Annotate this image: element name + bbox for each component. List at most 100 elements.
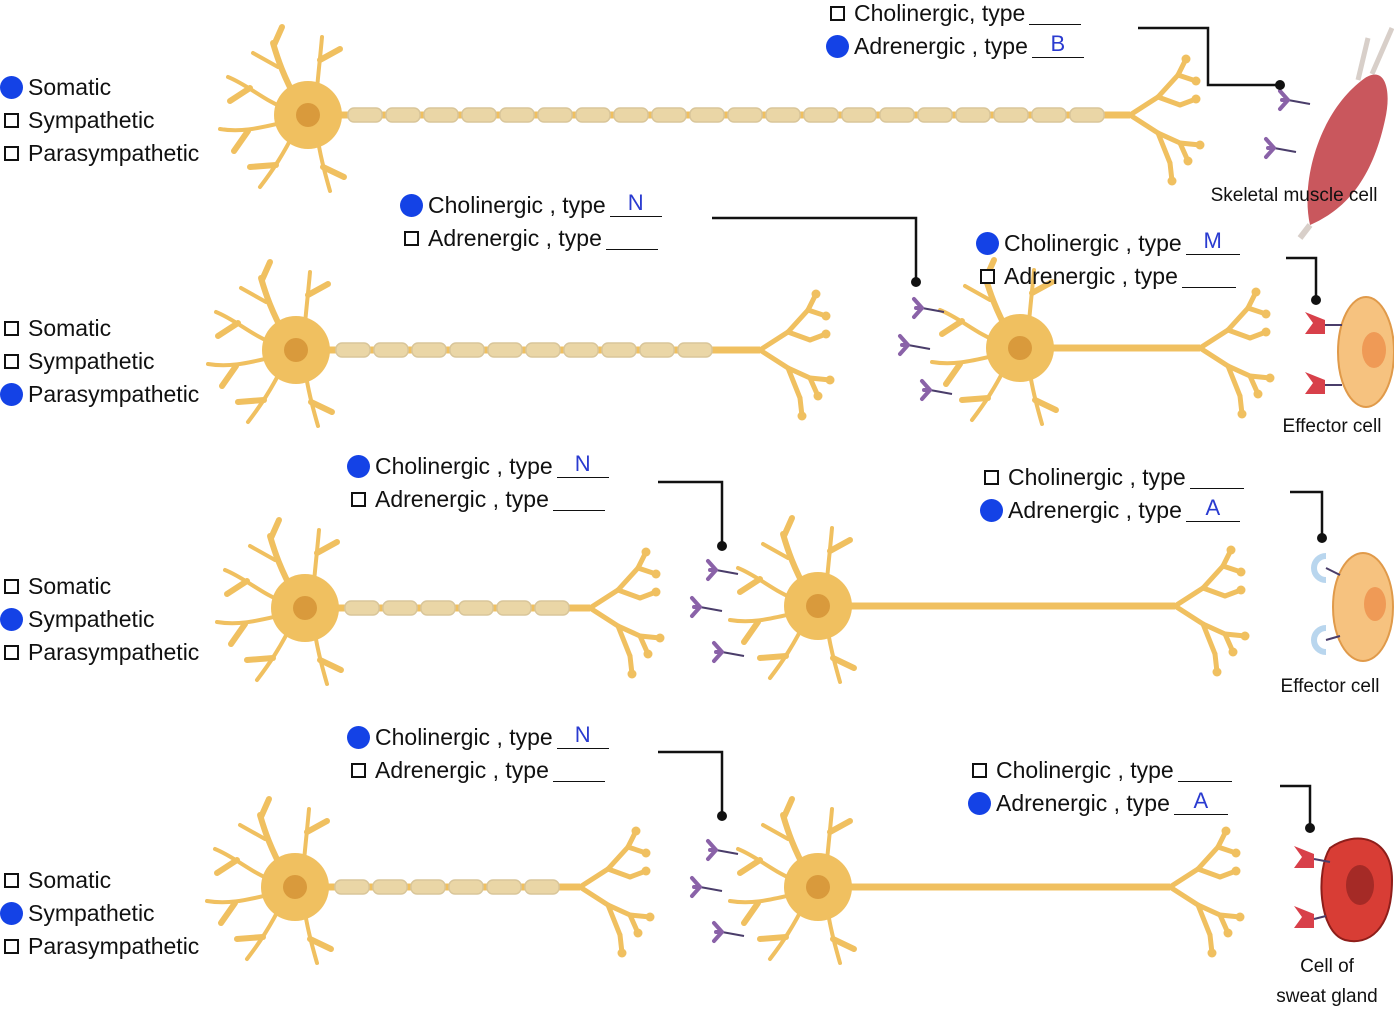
receptor-option-adrenergic[interactable]: Adrenergic , type [404, 223, 658, 253]
terminal-bouton [1251, 287, 1261, 297]
receptor-option-cholinergic[interactable]: Cholinergic , type [984, 462, 1244, 492]
option-label: Adrenergic , type [1004, 262, 1178, 289]
dendrite [1032, 397, 1059, 413]
receptor-y-shape [1264, 137, 1276, 159]
answer-text: N [574, 721, 591, 747]
receptor-option-cholinergic[interactable]: Cholinergic , type [972, 755, 1232, 785]
checkbox[interactable] [400, 193, 423, 217]
receptor-y-shape [712, 921, 724, 943]
checkbox[interactable] [4, 353, 19, 369]
receptor-option-adrenergic[interactable]: Adrenergic , type [980, 261, 1236, 291]
receptor-option-cholinergic[interactable]: Cholinergic, type [830, 0, 1082, 28]
sweat-gland-cell [1294, 837, 1394, 943]
answer-blank[interactable] [552, 759, 605, 782]
answer-blank[interactable]: M [1185, 228, 1240, 255]
answer-blank[interactable]: A [1185, 495, 1240, 522]
checkbox[interactable] [347, 725, 370, 749]
checkbox[interactable] [984, 469, 999, 485]
checkbox[interactable] [4, 112, 19, 128]
checkbox[interactable] [4, 578, 19, 594]
checkbox[interactable] [351, 762, 366, 778]
receptor-y-shape [706, 559, 718, 581]
checkbox[interactable] [4, 145, 19, 161]
myelin-sheath-segment [448, 879, 484, 895]
answer-blank[interactable]: N [556, 451, 609, 478]
division-option-parasympathetic[interactable]: Parasympathetic [4, 138, 199, 168]
answer-blank[interactable]: N [556, 722, 609, 749]
checkbox[interactable] [980, 498, 1003, 522]
division-option-somatic[interactable]: Somatic [0, 72, 111, 102]
neuron-postganglionic-parasympathetic [898, 257, 1275, 426]
dendrite [737, 857, 763, 876]
checkbox[interactable] [4, 938, 19, 954]
checkbox[interactable] [351, 491, 366, 507]
answer-blank[interactable] [1029, 2, 1082, 25]
checkbox[interactable] [976, 231, 999, 255]
division-option-parasympathetic[interactable]: Parasympathetic [0, 379, 199, 409]
terminal-bouton [645, 912, 655, 922]
answer-blank[interactable]: B [1031, 31, 1084, 58]
dendrite [259, 259, 273, 283]
division-option-sympathetic[interactable]: Sympathetic [4, 105, 155, 135]
adrenergic-receptor [1311, 625, 1327, 655]
checkbox[interactable] [826, 34, 849, 58]
division-option-parasympathetic[interactable]: Parasympathetic [4, 637, 199, 667]
checkbox[interactable] [4, 872, 19, 888]
myelin-sheath-segment [372, 879, 408, 895]
checked-mark [976, 231, 999, 255]
axon-terminal-branch [1127, 112, 1161, 136]
myelin-sheath-segment [765, 107, 801, 123]
answer-blank[interactable] [605, 227, 658, 250]
checkbox[interactable] [4, 320, 19, 336]
answer-blank[interactable]: A [1173, 788, 1228, 815]
axon-terminal-branch [1200, 585, 1228, 599]
checkbox[interactable] [0, 901, 23, 925]
checkbox[interactable] [968, 791, 991, 815]
checkbox[interactable] [404, 230, 419, 246]
division-option-sympathetic[interactable]: Sympathetic [0, 898, 155, 928]
axon-terminal-branch [577, 866, 611, 890]
checkbox[interactable] [4, 644, 19, 660]
checkbox[interactable] [0, 382, 23, 406]
checkbox[interactable] [980, 268, 995, 284]
checkbox[interactable] [830, 5, 845, 21]
receptor-stem [921, 307, 945, 313]
nucleus [283, 875, 307, 899]
terminal-bouton [655, 633, 665, 643]
receptor-option-adrenergic[interactable]: Adrenergic , type [351, 755, 605, 785]
axon-terminal-branch [1200, 563, 1226, 591]
dendrite [761, 823, 790, 841]
answer-blank[interactable] [1177, 759, 1232, 782]
division-option-somatic[interactable]: Somatic [4, 313, 111, 343]
option-label: Cholinergic, type [854, 0, 1026, 26]
leader-line-dot [911, 277, 921, 287]
muscarinic-receptor [1294, 846, 1314, 868]
receptor-stem [1313, 858, 1331, 863]
answer-blank[interactable] [552, 488, 605, 511]
checkbox[interactable] [972, 762, 987, 778]
checkbox[interactable] [0, 607, 23, 631]
division-option-somatic[interactable]: Somatic [4, 865, 111, 895]
answer-blank[interactable] [1181, 265, 1236, 288]
terminal-bouton [617, 948, 627, 958]
division-option-parasympathetic[interactable]: Parasympathetic [4, 931, 199, 961]
division-option-sympathetic[interactable]: Sympathetic [4, 346, 155, 376]
myelin-sheath-segment [689, 107, 725, 123]
division-option-somatic[interactable]: Somatic [4, 571, 111, 601]
checkbox[interactable] [347, 454, 370, 478]
division-option-sympathetic[interactable]: Sympathetic [0, 604, 155, 634]
answer-blank[interactable]: N [609, 190, 662, 217]
nucleus [284, 338, 308, 362]
answer-text: N [574, 450, 591, 476]
receptor-option-adrenergic[interactable]: Adrenergic , type [351, 484, 605, 514]
checkbox[interactable] [0, 75, 23, 99]
answer-blank[interactable] [1189, 466, 1244, 489]
